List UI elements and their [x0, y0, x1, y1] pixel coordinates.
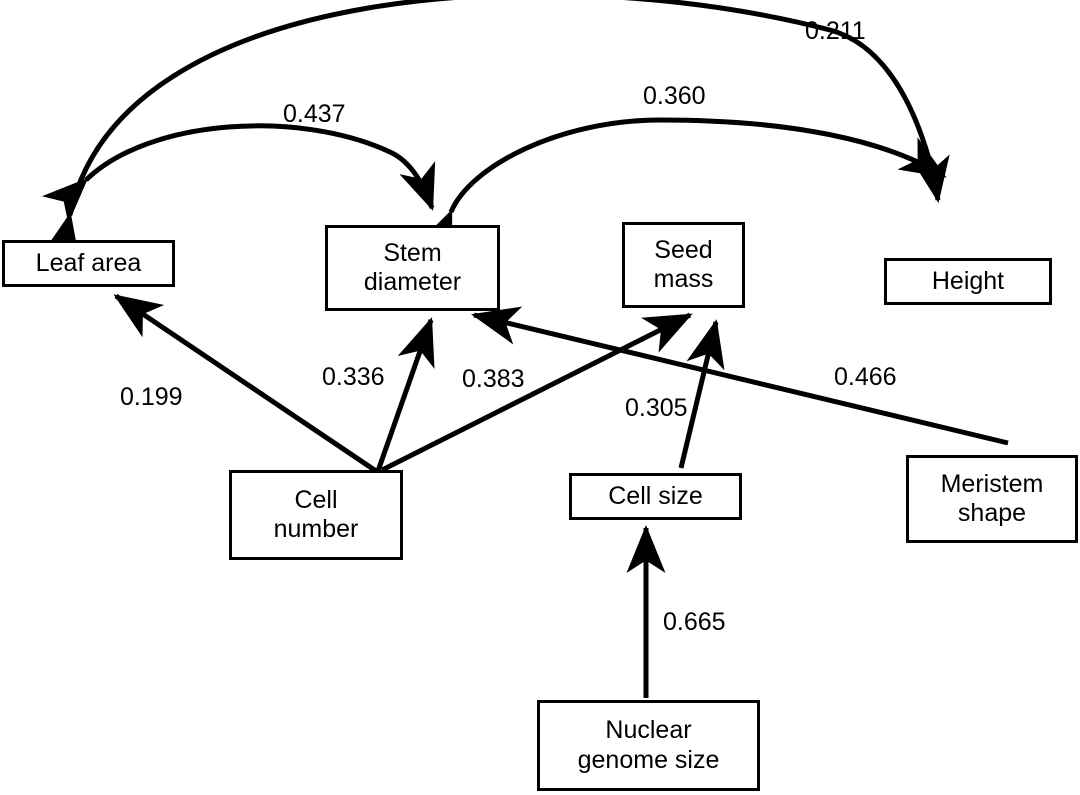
edge-label-e_la_h: 0.211 — [805, 17, 866, 45]
edge-label-e_cs_sm: 0.305 — [625, 394, 688, 422]
edge-label-e_la_sd: 0.437 — [283, 100, 346, 128]
node-genome[interactable]: Nuclear genome size — [537, 700, 760, 791]
edge-cell-number-stem-diameter — [375, 317, 435, 472]
edge-label-e_cn_sd: 0.336 — [322, 363, 385, 391]
edge-label-e_cn_sm: 0.383 — [462, 365, 525, 393]
node-seed_mass[interactable]: Seed mass — [622, 222, 745, 308]
node-cell_size[interactable]: Cell size — [569, 473, 742, 520]
edge-cell-size-seed-mass — [678, 319, 725, 469]
edge-label-e_sd_h: 0.360 — [643, 82, 706, 110]
edge-label-e_ms_sd: 0.466 — [834, 363, 897, 391]
edge-label-e_cn_la: 0.199 — [120, 383, 183, 411]
edge-meristem-shape-stem-diameter — [471, 306, 1009, 446]
edge-leaf-area-height-curve — [42, 0, 950, 262]
node-cell_number[interactable]: Cell number — [229, 470, 403, 560]
edge-label-e_ng_cs: 0.665 — [663, 608, 726, 636]
edge-leaf-area-stem-diameter-curve — [41, 123, 436, 224]
edge-stem-diameter-height-curve — [416, 117, 947, 259]
edge-cell-number-seed-mass — [380, 312, 693, 473]
node-stem_diam[interactable]: Stem diameter — [325, 225, 500, 311]
node-meristem[interactable]: Meristem shape — [906, 455, 1078, 543]
edge-cell-number-leaf-area — [113, 293, 378, 474]
node-leaf_area[interactable]: Leaf area — [2, 240, 175, 287]
node-height[interactable]: Height — [884, 258, 1052, 305]
